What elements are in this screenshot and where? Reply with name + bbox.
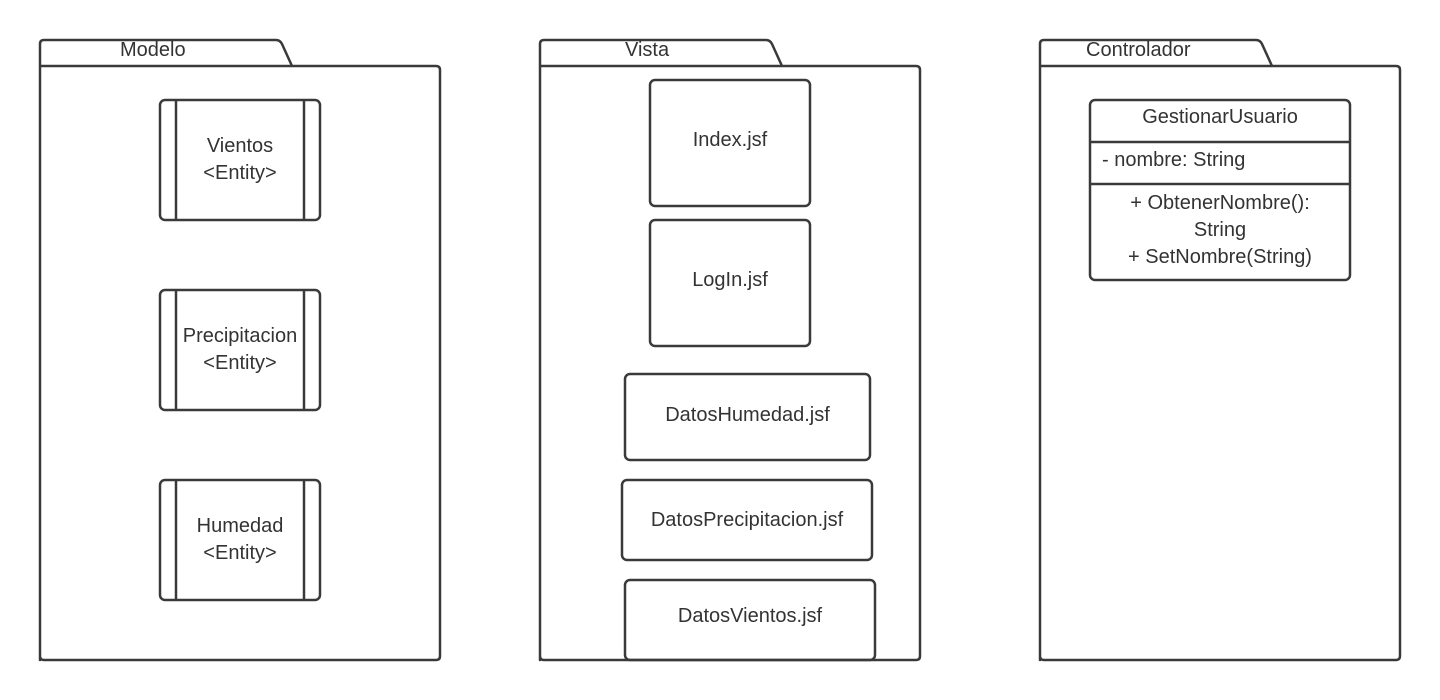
entity-name: Humedad <box>196 515 284 537</box>
page-datoshumedad-box <box>623 372 872 462</box>
entity-precipitacion-box <box>158 288 322 412</box>
entity-name: Precipitacion <box>182 325 298 347</box>
entity-stereotype: <Entity> <box>203 162 277 184</box>
class-name: GestionarUsuario <box>1142 106 1298 128</box>
page-datoshumedad-label: DatosHumedad.jsf <box>665 403 830 426</box>
page-datosvientos-box <box>623 578 877 662</box>
page-index-label: Index.jsf <box>692 128 768 151</box>
class-method-obtenernombre-return: String <box>1193 219 1247 241</box>
package-modelo-title: Modelo <box>120 39 186 61</box>
page-index-box <box>648 78 812 208</box>
page-datosvientos-label: DatosVientos.jsf <box>677 604 823 627</box>
class-method-setnombre: + SetNombre(String) <box>1128 246 1312 268</box>
page-datosprecipitacion-label: DatosPrecipitacion.jsf <box>650 508 844 531</box>
class-method-obtenernombre: + ObtenerNombre(): <box>1130 192 1310 214</box>
package-modelo-frame <box>38 38 442 662</box>
entity-precipitacion: Precipitacion <Entity> <box>160 290 320 410</box>
package-vista-frame <box>538 38 922 662</box>
entity-humedad-box <box>158 478 322 602</box>
class-attribute: - nombre: String <box>1102 149 1246 171</box>
entity-stereotype: <Entity> <box>203 542 277 564</box>
page-datosprecipitacion-box <box>620 478 874 562</box>
package-controlador-title: Controlador <box>1086 39 1191 61</box>
class-gestionarusuario-box <box>1088 98 1352 282</box>
entity-vientos-box <box>158 98 322 222</box>
package-controlador-frame <box>1038 38 1402 662</box>
entity-humedad: Humedad <Entity> <box>160 480 320 600</box>
page-login-box <box>648 218 812 348</box>
entity-name: Vientos <box>206 135 274 157</box>
page-login-label: LogIn.jsf <box>692 268 768 291</box>
entity-vientos: Vientos <Entity> <box>160 100 320 220</box>
entity-stereotype: <Entity> <box>203 352 277 374</box>
package-vista-title: Vista <box>625 39 670 61</box>
